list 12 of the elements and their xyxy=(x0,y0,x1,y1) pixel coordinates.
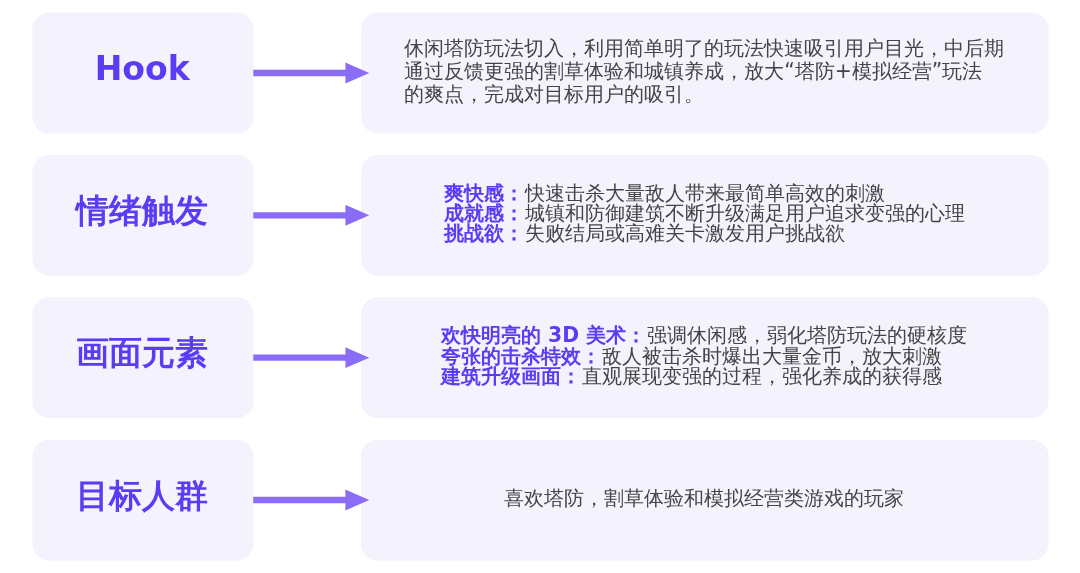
arrow xyxy=(252,204,369,226)
node-box: 目标人群 xyxy=(31,439,254,561)
arrow xyxy=(252,489,369,511)
node-box: 画面元素 xyxy=(31,297,254,419)
node-box: 情绪触发 xyxy=(31,154,254,276)
node-box: Hook xyxy=(31,12,254,134)
node-box: 喜欢塔防，割草体验和模拟经营类游戏的玩家 xyxy=(360,439,1049,561)
node-box: 爽快感：快速击杀大量敌人带来最简单高效的刺激 成就感：城镇和防御建筑不断升级满足用户追求变强的心理 挑战欲：失败结局或高难关卡激发用户挑战欲 xyxy=(360,154,1049,276)
arrow xyxy=(252,347,369,369)
node-box: 休闲塔防玩法切入，利用简单明了的玩法快速吸引用户目光，中后期通过反馈更强的割草体验和城镇养成，放大“塔防+模拟经营”玩法的爽点，完成对目标用户的吸引。 xyxy=(360,12,1049,134)
node-box: 欢快明亮的 3D 美术：强调休闲感，弱化塔防玩法的硬核度 夸张的击杀特效：敌人被击杀时爆出大量金币，放大刺激 建筑升级画面：直观展现变强的过程，强化养成的获得感 xyxy=(360,297,1049,419)
arrow xyxy=(252,62,369,84)
